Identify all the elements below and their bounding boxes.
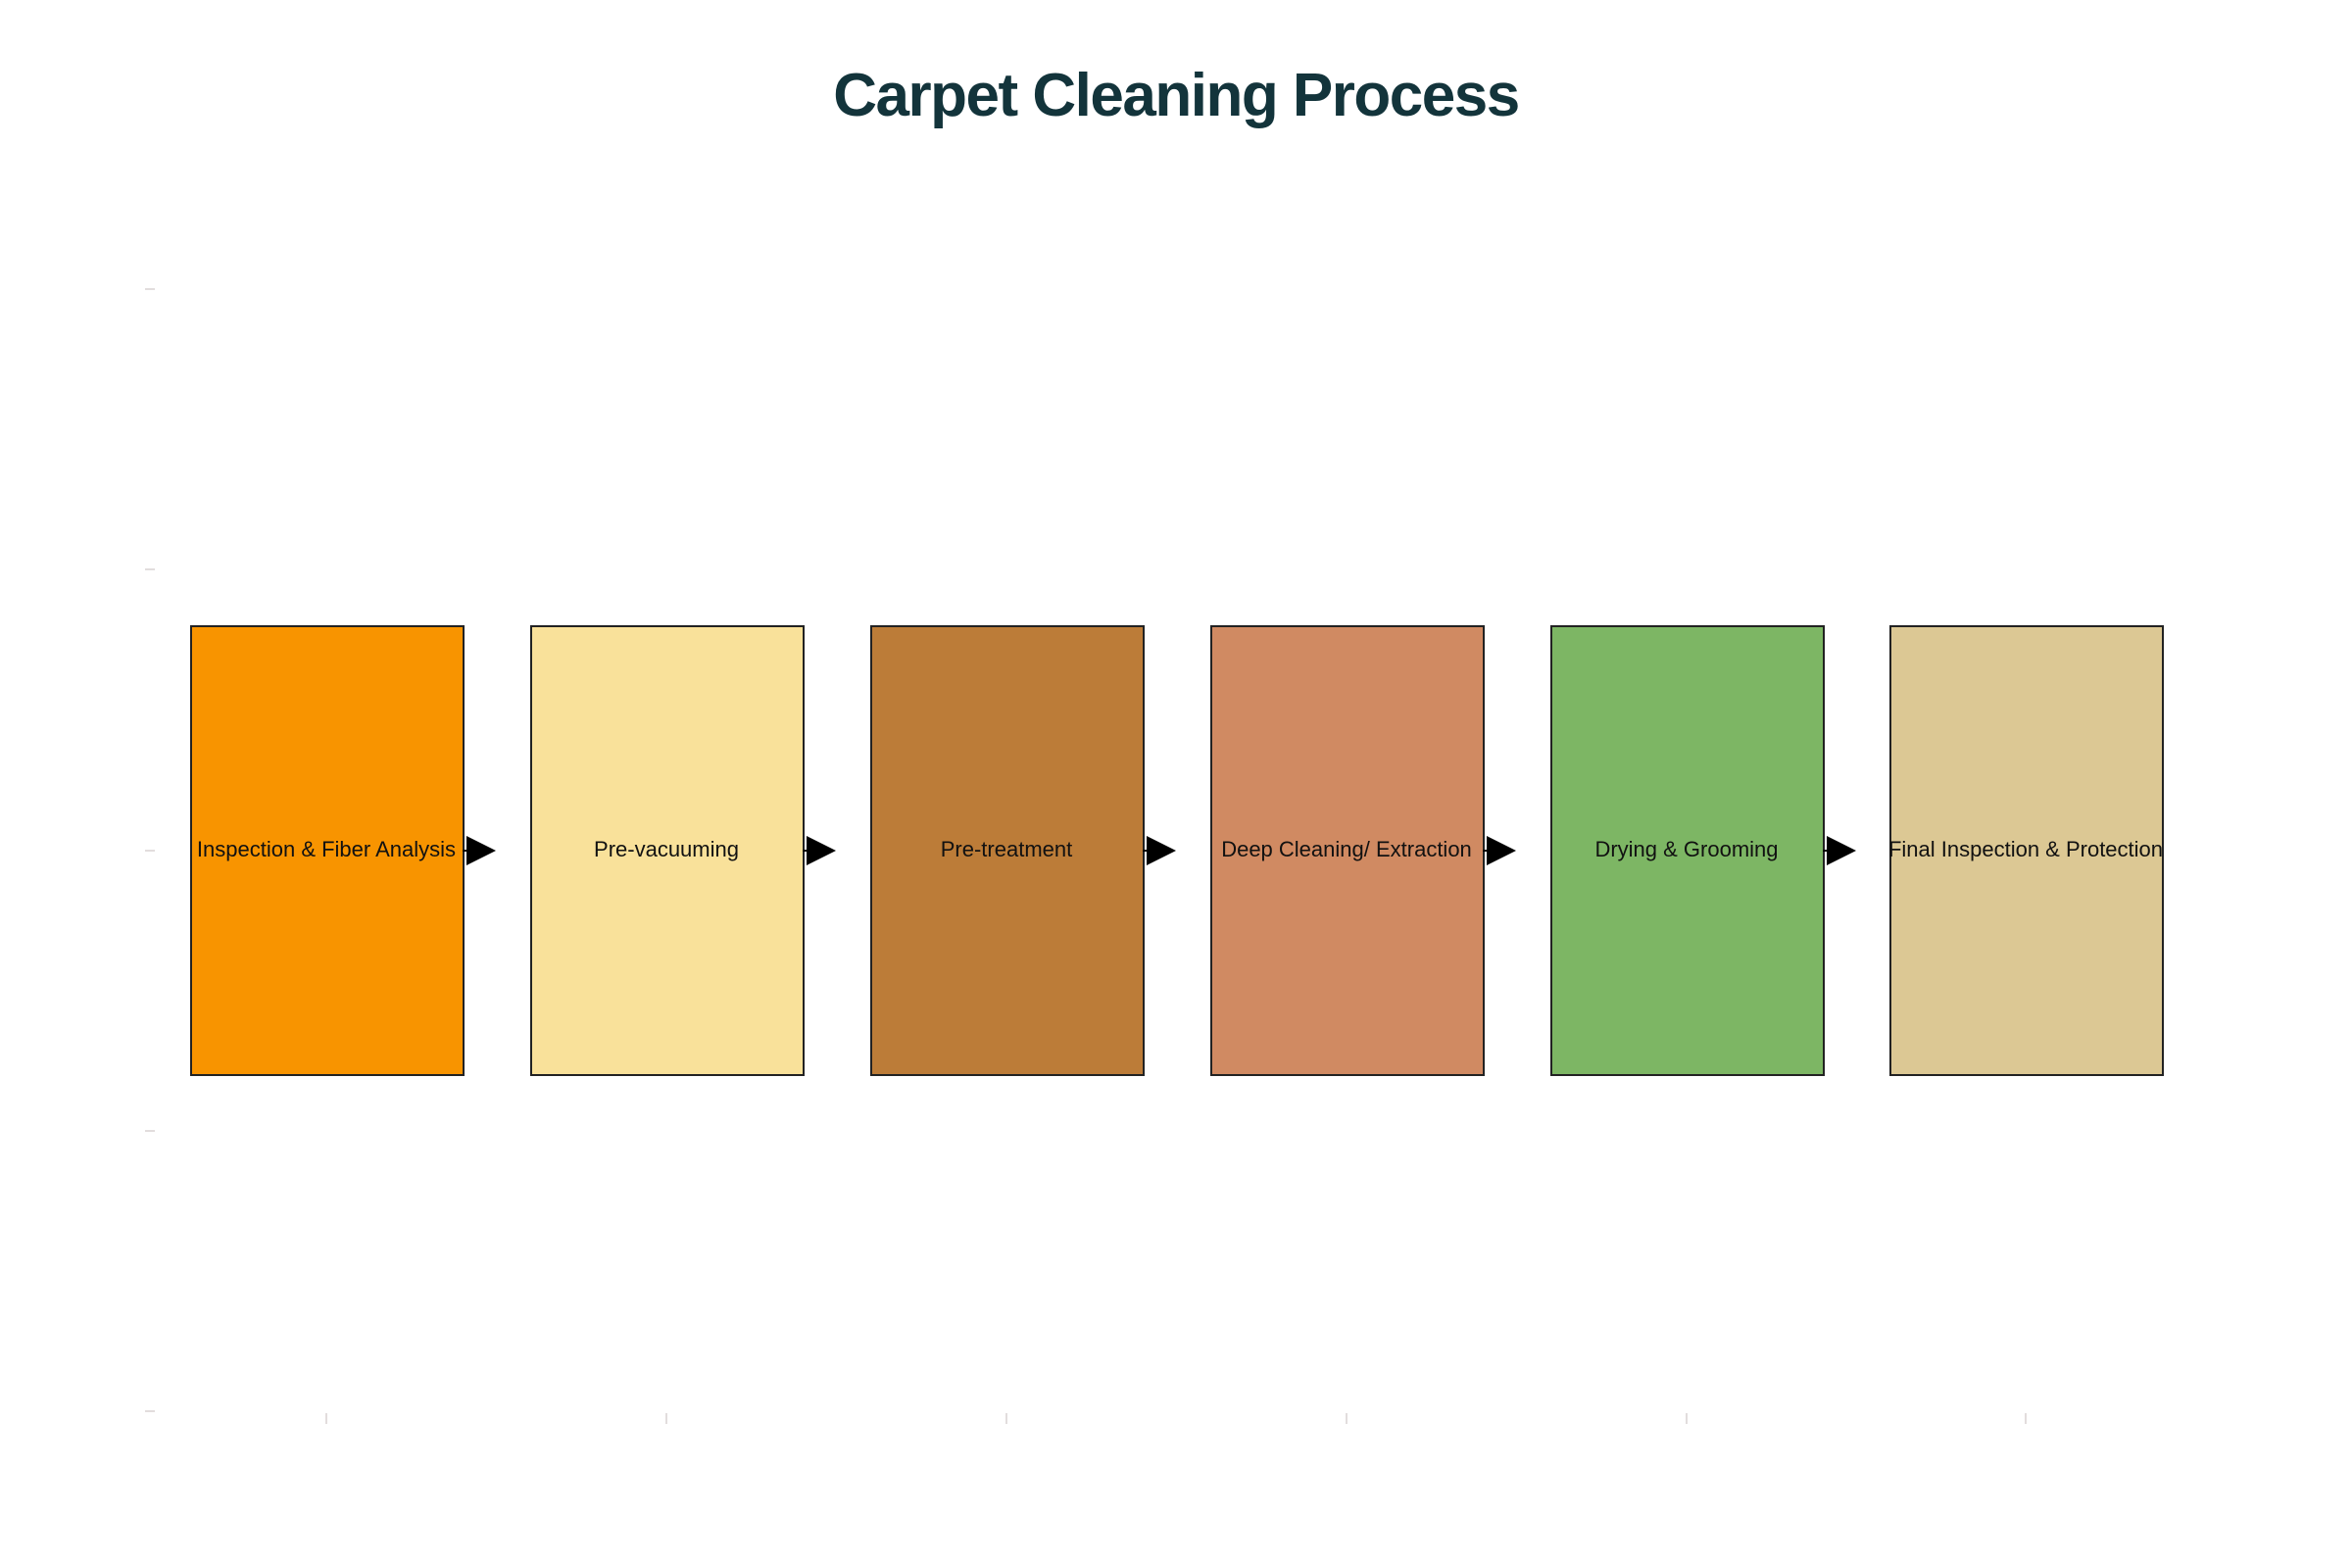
y-axis-tick xyxy=(145,1410,155,1412)
step-label: Drying & Grooming xyxy=(1594,837,1779,861)
step-box-inspection xyxy=(190,625,465,1076)
step-label: Inspection & Fiber Analysis xyxy=(196,837,457,861)
connector-line xyxy=(1143,850,1149,852)
connector-line xyxy=(1823,850,1829,852)
y-axis-tick xyxy=(145,1130,155,1132)
step-box-pre-vacuuming xyxy=(530,625,805,1076)
x-axis-tick xyxy=(1686,1413,1688,1424)
step-label: Pre-treatment xyxy=(940,837,1073,861)
x-axis-tick xyxy=(2025,1413,2027,1424)
y-axis-tick xyxy=(145,288,155,290)
arrow-right-icon xyxy=(1827,836,1856,865)
x-axis-tick xyxy=(665,1413,667,1424)
step-box-drying xyxy=(1550,625,1825,1076)
arrow-right-icon xyxy=(807,836,836,865)
arrow-right-icon xyxy=(1487,836,1516,865)
x-axis-tick xyxy=(325,1413,327,1424)
step-label: Final Inspection & Protection xyxy=(1887,837,2164,861)
x-axis-tick xyxy=(1005,1413,1007,1424)
step-label: Deep Cleaning/ Extraction xyxy=(1221,837,1472,861)
connector-line xyxy=(1483,850,1489,852)
y-axis-tick xyxy=(145,568,155,570)
connector-line xyxy=(803,850,808,852)
diagram-title: Carpet Cleaning Process xyxy=(833,62,1520,129)
y-axis-tick xyxy=(145,850,155,852)
step-box-deep-cleaning xyxy=(1210,625,1485,1076)
arrow-right-icon xyxy=(466,836,496,865)
connector-line xyxy=(463,850,468,852)
arrow-right-icon xyxy=(1147,836,1176,865)
step-label: Pre-vacuuming xyxy=(594,837,739,861)
x-axis-tick xyxy=(1346,1413,1348,1424)
step-box-final-inspection xyxy=(1889,625,2164,1076)
